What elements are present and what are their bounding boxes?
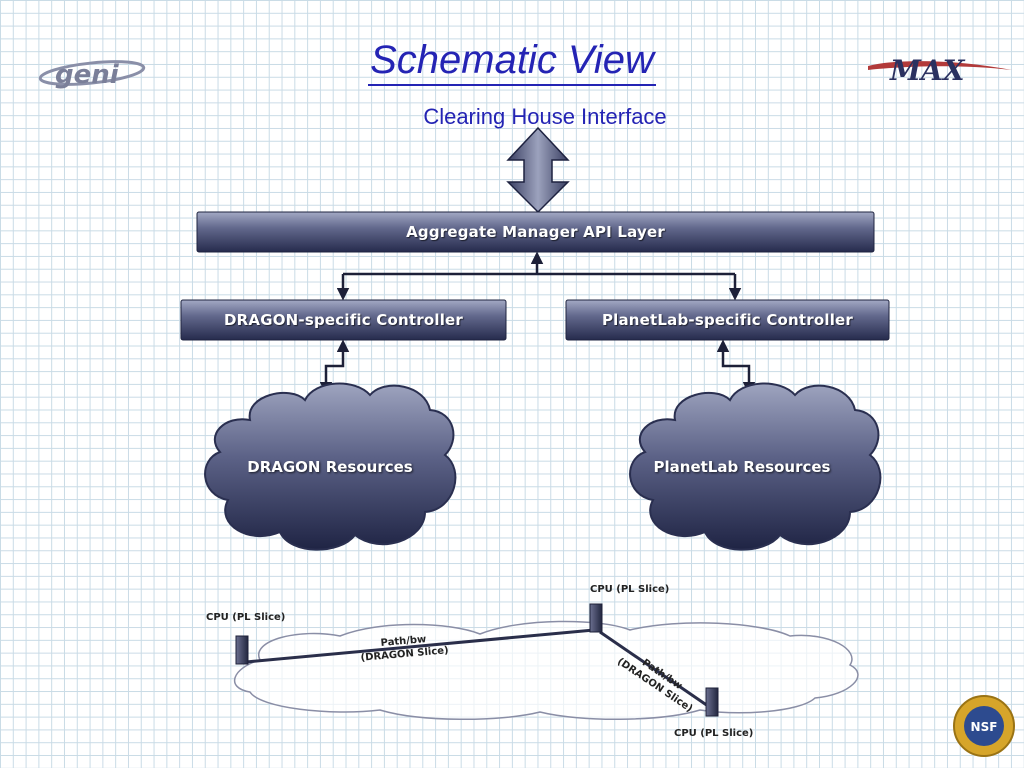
dragon-cloud — [204, 382, 457, 551]
svg-text:MAX: MAX — [889, 54, 966, 87]
nsf-logo: NSF — [953, 695, 1015, 757]
aggregate-layer: Aggregate Manager API Layer — [406, 223, 665, 241]
svg-text:NSF: NSF — [971, 720, 998, 734]
planetlab-resources-label: PlanetLab Resources — [653, 458, 831, 476]
controller-cloud-connectors — [319, 339, 756, 395]
title-text: Schematic View — [368, 38, 656, 86]
slide-title: Schematic View — [0, 38, 1024, 86]
subtitle: Clearing House Interface — [423, 104, 667, 129]
max-logo: MAX — [868, 54, 1012, 87]
cpu-bottom-icon — [705, 687, 719, 717]
dragon-resources-label: DRAGON Resources — [247, 458, 413, 476]
cpu-left-label: CPU (PL Slice) — [206, 612, 286, 623]
geni-logo: geni — [38, 60, 146, 90]
cpu-bottom-label: CPU (PL Slice) — [674, 728, 754, 739]
cpu-left-icon — [235, 635, 249, 665]
network-paths — [245, 628, 709, 708]
planetlab-controller: PlanetLab-specific Controller — [601, 311, 854, 329]
network-cloud — [233, 620, 859, 721]
svg-text:geni: geni — [55, 60, 120, 90]
double-arrow-icon — [506, 126, 570, 214]
planetlab-cloud — [629, 382, 882, 551]
dragon-controller: DRAGON-specific Controller — [223, 311, 464, 329]
connector-arrow-icon — [336, 251, 742, 301]
cpu-top-icon — [589, 603, 603, 633]
cpu-top-label: CPU (PL Slice) — [590, 584, 670, 595]
